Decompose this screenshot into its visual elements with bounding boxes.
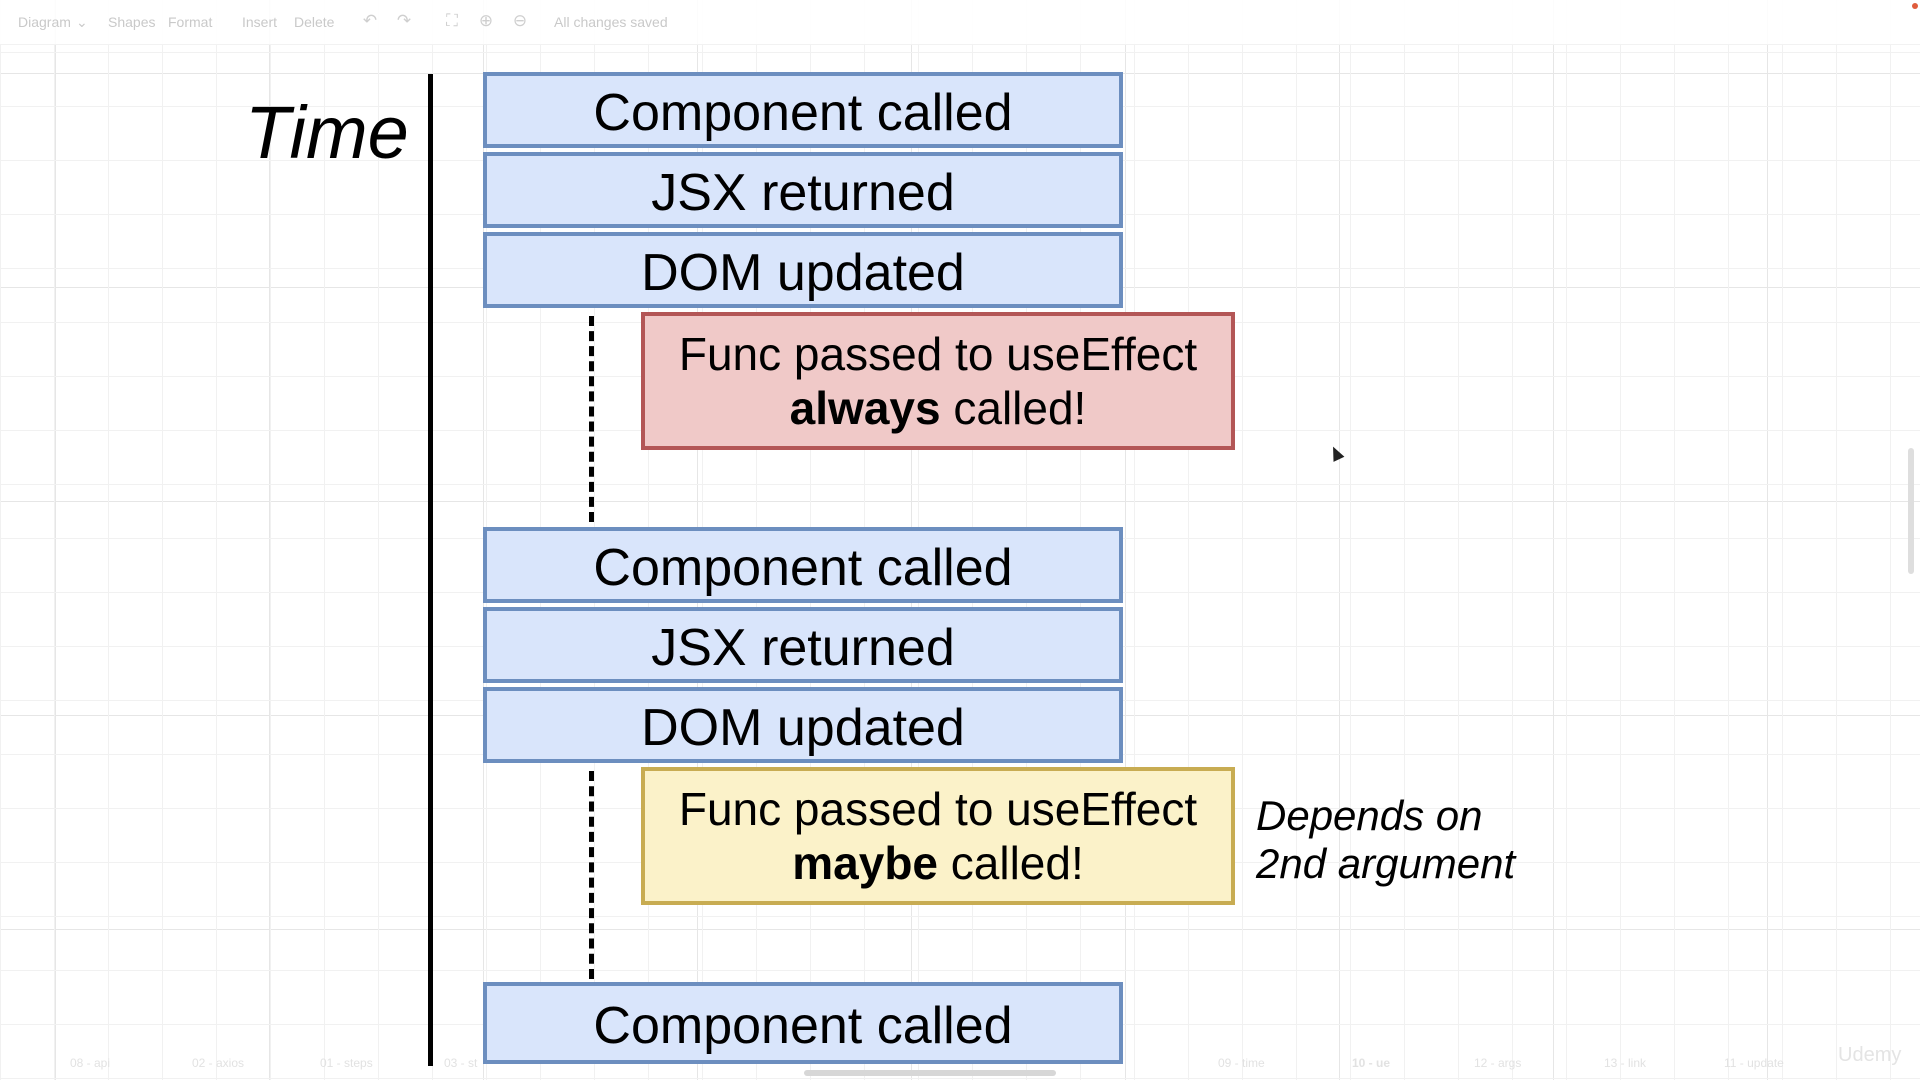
step-jsx-returned[interactable]: JSX returned (483, 152, 1123, 228)
diagram-menu[interactable]: Diagram (18, 14, 71, 30)
undo-icon[interactable]: ↶ (362, 11, 378, 30)
dashed-connector (589, 771, 594, 979)
chevron-down-icon: ⌄ (76, 14, 88, 30)
page-tab-active[interactable]: 10 - ue (1352, 1056, 1391, 1070)
delete-button[interactable]: Delete (294, 14, 335, 30)
udemy-watermark: Udemy (1838, 1044, 1902, 1066)
insert-menu[interactable]: Insert (242, 14, 278, 30)
step-jsx-returned[interactable]: JSX returned (483, 607, 1123, 683)
effect-line1: Func passed to useEffect (678, 328, 1198, 380)
page-tab[interactable]: 12 - args (1474, 1056, 1522, 1070)
page-tabs-bar: 08 - api 02 - axios 01 - steps 03 - st 0… (0, 1048, 1920, 1080)
timeline-axis (428, 74, 433, 1066)
fullscreen-icon[interactable]: ⛶ (446, 11, 458, 30)
effect-rest: called! (938, 837, 1084, 889)
horizontal-scrollbar[interactable] (804, 1070, 1056, 1076)
redo-icon[interactable]: ↷ (396, 11, 412, 30)
effect-maybe-box[interactable]: Func passed to useEffect maybe called! (641, 767, 1235, 905)
step-component-called[interactable]: Component called (483, 72, 1123, 148)
page-tab[interactable]: 02 - axios (192, 1056, 245, 1070)
effect-rest: called! (940, 382, 1087, 434)
vertical-scrollbar[interactable] (1908, 448, 1914, 574)
note-line2: 2nd argument (1256, 840, 1516, 887)
step-dom-updated[interactable]: DOM updated (483, 687, 1123, 763)
save-status: All changes saved (554, 14, 668, 30)
page-tab[interactable]: 11 - update (1724, 1056, 1784, 1070)
note-line1: Depends on (1256, 792, 1483, 839)
step-dom-updated[interactable]: DOM updated (483, 232, 1123, 308)
format-tab[interactable]: Format (168, 14, 213, 30)
dependency-note: Depends on 2nd argument (1256, 792, 1515, 888)
time-label: Time (245, 91, 409, 174)
effect-always-box[interactable]: Func passed to useEffect always called! (641, 312, 1235, 450)
effect-emphasis: maybe (792, 837, 938, 889)
page-tab[interactable]: 09 - time (1218, 1056, 1265, 1070)
effect-line1: Func passed to useEffect (678, 783, 1198, 835)
page-tab[interactable]: 01 - steps (320, 1056, 373, 1070)
step-component-called[interactable]: Component called (483, 527, 1123, 603)
effect-line2: maybe called! (792, 836, 1084, 890)
effect-line2: always called! (790, 381, 1087, 435)
zoom-out-icon[interactable]: ⊖ (512, 11, 528, 30)
page-tab[interactable]: 13 - link (1604, 1056, 1647, 1070)
toolbar: Diagram ⌄ Shapes Format Insert Delete ↶ … (0, 0, 1920, 45)
step-component-called[interactable]: Component called (483, 982, 1123, 1064)
shapes-tab[interactable]: Shapes (108, 14, 156, 30)
dashed-connector (589, 316, 594, 522)
zoom-in-icon[interactable]: ⊕ (478, 11, 494, 30)
effect-emphasis: always (789, 382, 941, 434)
page-tab[interactable]: 08 - api (70, 1056, 111, 1070)
notification-dot (1912, 3, 1918, 9)
page-tab[interactable]: 03 - st (444, 1056, 478, 1070)
